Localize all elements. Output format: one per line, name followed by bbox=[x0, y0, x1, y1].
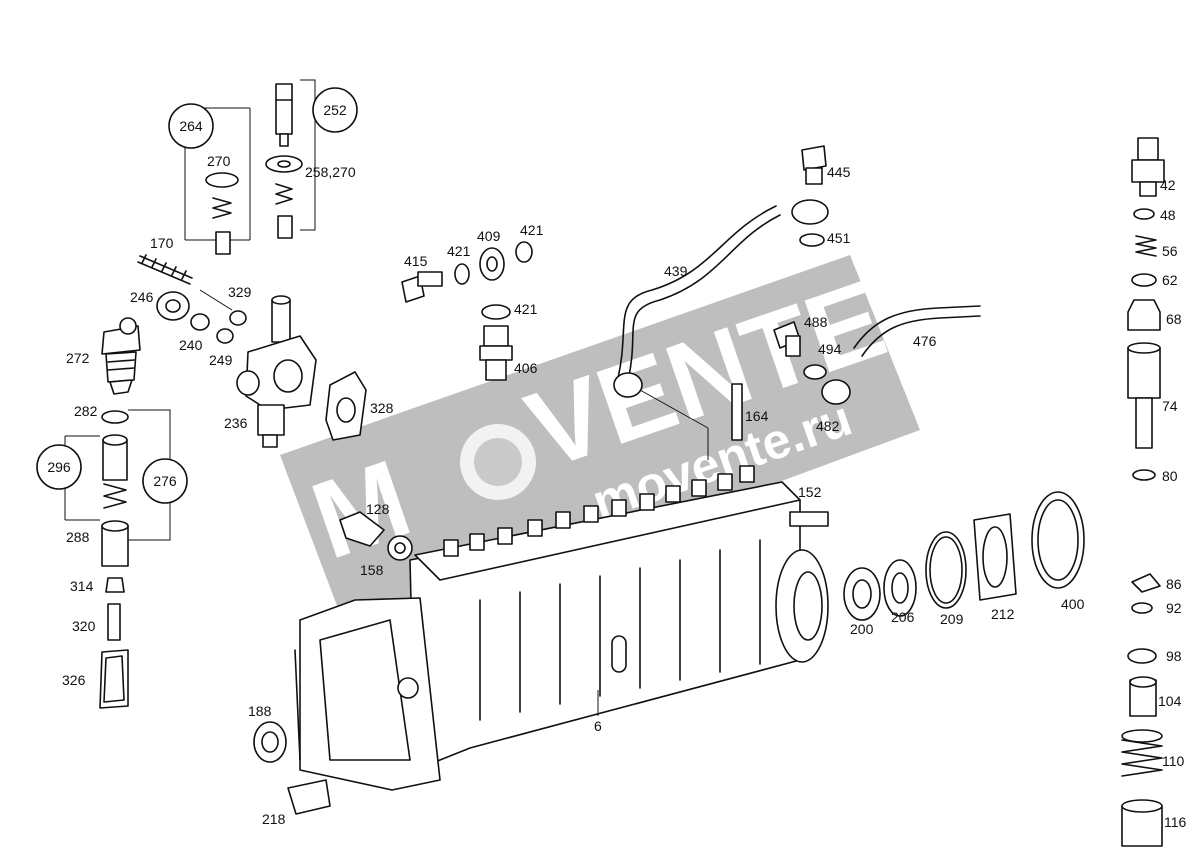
callout-264: 264 bbox=[179, 118, 203, 134]
callout-152: 152 bbox=[798, 484, 822, 500]
callout-116: 116 bbox=[1164, 814, 1187, 830]
callout-272: 272 bbox=[66, 350, 90, 366]
callout-439: 439 bbox=[664, 263, 688, 279]
callout-258-270: 258,270 bbox=[305, 164, 356, 180]
bearing-ring-row bbox=[843, 491, 1085, 621]
callout-158: 158 bbox=[360, 562, 384, 578]
fuel-pipe-439 bbox=[613, 145, 981, 460]
delivery-outlets bbox=[443, 465, 755, 557]
injection-pump-body bbox=[294, 465, 829, 791]
callout-240: 240 bbox=[179, 337, 203, 353]
callout-421-c: 421 bbox=[514, 301, 538, 317]
callout-236: 236 bbox=[224, 415, 248, 431]
callout-282: 282 bbox=[74, 403, 98, 419]
callout-170: 170 bbox=[150, 235, 174, 251]
callout-209: 209 bbox=[940, 611, 964, 627]
callout-86: 86 bbox=[1166, 576, 1182, 592]
callout-249: 249 bbox=[209, 352, 233, 368]
hand-primer-assembly bbox=[156, 289, 367, 448]
callout-482: 482 bbox=[816, 418, 840, 434]
callout-218: 218 bbox=[262, 811, 286, 827]
left-column-parts bbox=[64, 317, 171, 709]
callout-212: 212 bbox=[991, 606, 1015, 622]
front-small-parts bbox=[253, 511, 413, 815]
callout-6: 6 bbox=[594, 718, 602, 734]
callout-bubbles bbox=[36, 87, 358, 504]
callout-276: 276 bbox=[153, 473, 177, 489]
callout-62: 62 bbox=[1162, 272, 1178, 288]
callout-74: 74 bbox=[1162, 398, 1178, 414]
callout-406: 406 bbox=[514, 360, 538, 376]
callout-56: 56 bbox=[1162, 243, 1178, 259]
callout-494: 494 bbox=[818, 341, 842, 357]
callout-104: 104 bbox=[1158, 693, 1182, 709]
callout-270: 270 bbox=[207, 153, 231, 169]
callout-421-b: 421 bbox=[520, 222, 544, 238]
callout-328: 328 bbox=[370, 400, 394, 416]
callout-296: 296 bbox=[47, 459, 71, 475]
right-column-parts bbox=[1121, 137, 1165, 847]
callout-445: 445 bbox=[827, 164, 851, 180]
callout-206: 206 bbox=[891, 609, 915, 625]
callout-400: 400 bbox=[1061, 596, 1085, 612]
callout-421-a: 421 bbox=[447, 243, 471, 259]
callout-labels: 264 252 270 258,270 170 246 329 240 249 … bbox=[47, 102, 1186, 830]
callout-326: 326 bbox=[62, 672, 86, 688]
callout-288: 288 bbox=[66, 529, 90, 545]
callout-252: 252 bbox=[323, 102, 347, 118]
callout-92: 92 bbox=[1166, 600, 1182, 616]
callout-451: 451 bbox=[827, 230, 851, 246]
callout-409: 409 bbox=[477, 228, 501, 244]
callout-200: 200 bbox=[850, 621, 874, 637]
callout-164: 164 bbox=[745, 408, 769, 424]
callout-314: 314 bbox=[70, 578, 94, 594]
callout-488: 488 bbox=[804, 314, 828, 330]
callout-320: 320 bbox=[72, 618, 96, 634]
banjo-bolt-group bbox=[401, 241, 533, 381]
callout-128: 128 bbox=[366, 501, 390, 517]
callout-188: 188 bbox=[248, 703, 272, 719]
callout-329: 329 bbox=[228, 284, 252, 300]
callout-80: 80 bbox=[1162, 468, 1178, 484]
callout-415: 415 bbox=[404, 253, 428, 269]
callout-68: 68 bbox=[1166, 311, 1182, 327]
callout-476: 476 bbox=[913, 333, 937, 349]
callout-246: 246 bbox=[130, 289, 154, 305]
callout-98: 98 bbox=[1166, 648, 1182, 664]
callout-42: 42 bbox=[1160, 177, 1176, 193]
valve-group-264-252 bbox=[137, 79, 316, 285]
callout-110: 110 bbox=[1162, 753, 1185, 769]
callout-48: 48 bbox=[1160, 207, 1176, 223]
